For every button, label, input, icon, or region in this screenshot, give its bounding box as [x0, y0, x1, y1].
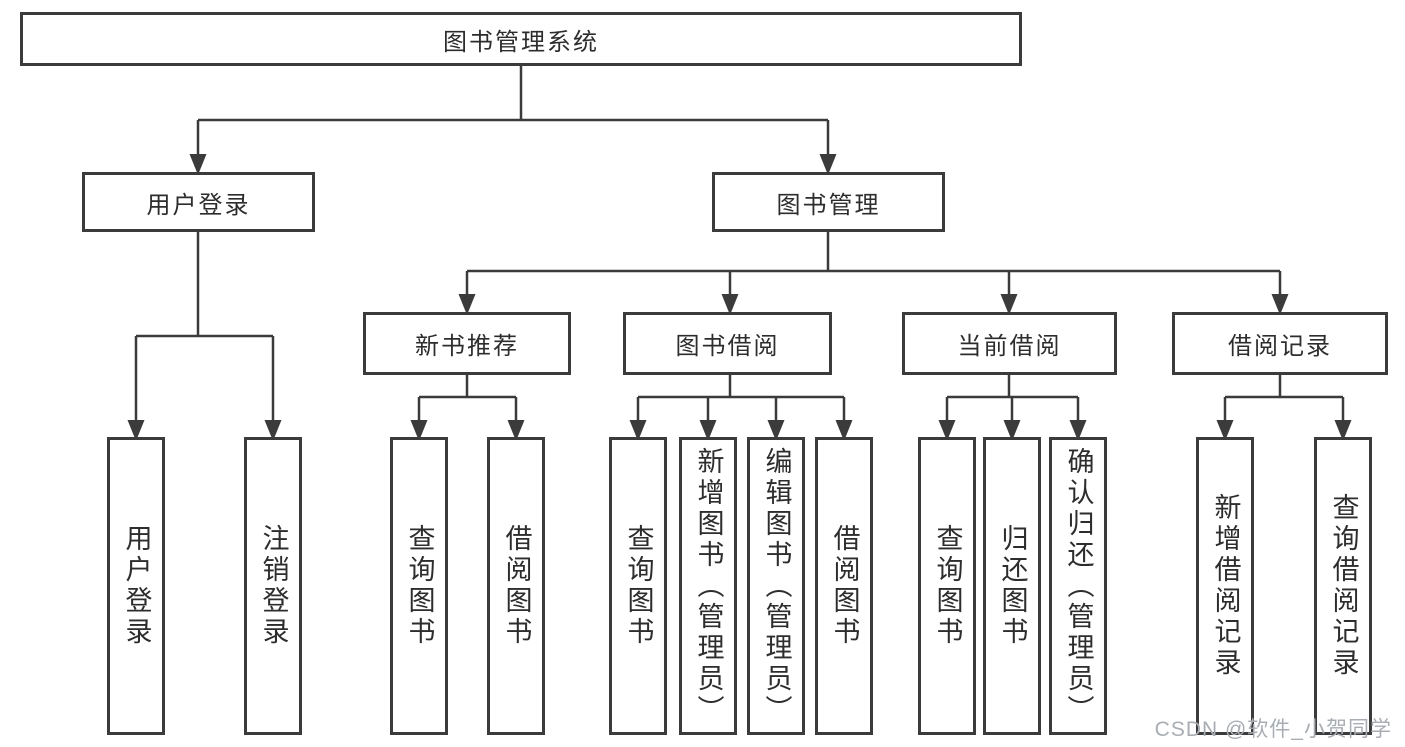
node-label: 用户登录 — [146, 191, 251, 219]
node-label: 注销登录 — [258, 524, 289, 648]
leaf-recommend-borrow-books: 借阅图书 — [487, 437, 545, 735]
node-current-borrowing: 当前借阅 — [902, 312, 1117, 375]
node-label: 查询借阅记录 — [1328, 493, 1359, 679]
leaf-borrowing-edit-books-admin: 编辑图书（管理员） — [747, 437, 805, 735]
node-borrow-records: 借阅记录 — [1172, 312, 1388, 375]
node-label: 图书借阅 — [675, 333, 780, 360]
leaf-user-login: 用户登录 — [107, 437, 165, 735]
node-label: 借阅图书 — [501, 524, 532, 648]
leaf-current-confirm-return-admin: 确认归还（管理员） — [1049, 437, 1107, 735]
leaf-borrowing-add-books-admin: 新增图书（管理员） — [679, 437, 737, 735]
leaf-current-query-books: 查询图书 — [918, 437, 976, 735]
leaf-records-query-record: 查询借阅记录 — [1314, 437, 1372, 735]
node-book-management: 图书管理 — [712, 172, 945, 232]
node-new-book-recommend: 新书推荐 — [363, 312, 571, 375]
node-user-login: 用户登录 — [82, 172, 315, 232]
node-label: 归还图书 — [997, 524, 1028, 648]
node-label: 图书管理系统 — [443, 28, 599, 56]
node-label: 用户登录 — [121, 524, 152, 648]
csdn-watermark: CSDN @软件_小贺同学 — [1154, 718, 1392, 741]
node-label: 确认归还（管理员） — [1063, 446, 1094, 726]
node-label: 新增借阅记录 — [1210, 493, 1241, 679]
node-label: 当前借阅 — [957, 333, 1062, 360]
node-label: 新增图书（管理员） — [693, 446, 724, 726]
node-label: 查询图书 — [623, 524, 654, 648]
node-label: 图书管理 — [776, 191, 881, 219]
leaf-borrowing-query-books: 查询图书 — [609, 437, 667, 735]
node-label: 查询图书 — [932, 524, 963, 648]
node-root-system: 图书管理系统 — [20, 12, 1022, 66]
leaf-logout: 注销登录 — [244, 437, 302, 735]
node-label: 查询图书 — [404, 524, 435, 648]
leaf-records-add-record: 新增借阅记录 — [1196, 437, 1254, 735]
node-book-borrowing: 图书借阅 — [623, 312, 832, 375]
node-label: 编辑图书（管理员） — [761, 446, 792, 726]
node-label: 新书推荐 — [415, 333, 519, 360]
node-label: 借阅记录 — [1228, 333, 1332, 360]
leaf-borrowing-borrow-books: 借阅图书 — [815, 437, 873, 735]
node-label: 借阅图书 — [829, 524, 860, 648]
leaf-recommend-query-books: 查询图书 — [390, 437, 448, 735]
leaf-current-return-books: 归还图书 — [983, 437, 1041, 735]
